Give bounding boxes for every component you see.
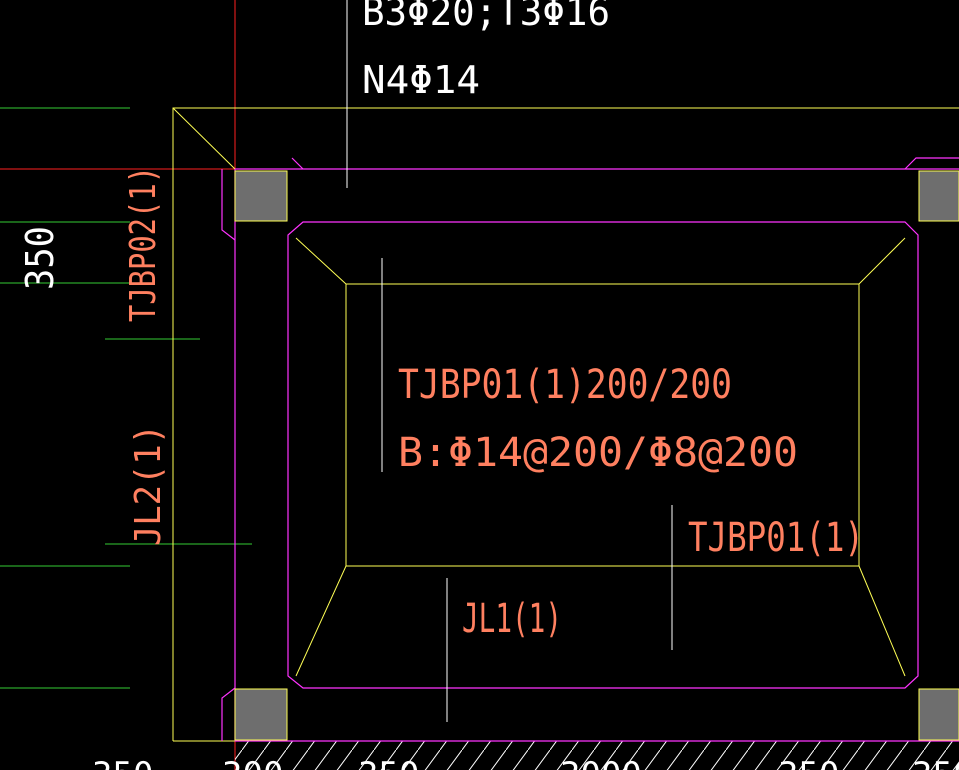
foundation-hatch (235, 741, 959, 770)
beam-jl1-label: JL1(1) (462, 596, 562, 642)
beam-lines (221, 157, 959, 742)
columns (234, 170, 959, 741)
leader-lines (346, 0, 673, 722)
beam-tjbp01-label: TJBP01(1) (688, 515, 864, 561)
dim-bottom-2: 300 (222, 755, 283, 770)
column-top-right (918, 170, 959, 222)
dim-bottom-5: 350 (778, 755, 839, 770)
slab-spec-line1: TJBP01(1)200/200 (398, 362, 732, 408)
dim-bottom-4: 3000 (560, 755, 642, 770)
column-bottom-left (234, 688, 288, 741)
dim-bottom-3: 350 (358, 755, 419, 770)
dim-bottom-row: 350 300 350 3000 350 350 (92, 755, 959, 770)
rebar-top-text: B3Φ20;T3Φ16 (362, 0, 610, 34)
column-bottom-right (918, 688, 959, 741)
column-top-left (234, 170, 288, 222)
slab-spec-line2: B:Φ14@200/Φ8@200 (398, 430, 798, 476)
beam-tjbp02-label: TJBP02(1) (123, 166, 164, 322)
dim-bottom-1: 350 (92, 755, 153, 770)
rebar-n-text: N4Φ14 (362, 58, 480, 102)
dim-vertical-text: 350 (18, 226, 62, 290)
dim-bottom-6: 350 (912, 755, 959, 770)
beam-jl2-label: JL2(1) (128, 424, 169, 546)
